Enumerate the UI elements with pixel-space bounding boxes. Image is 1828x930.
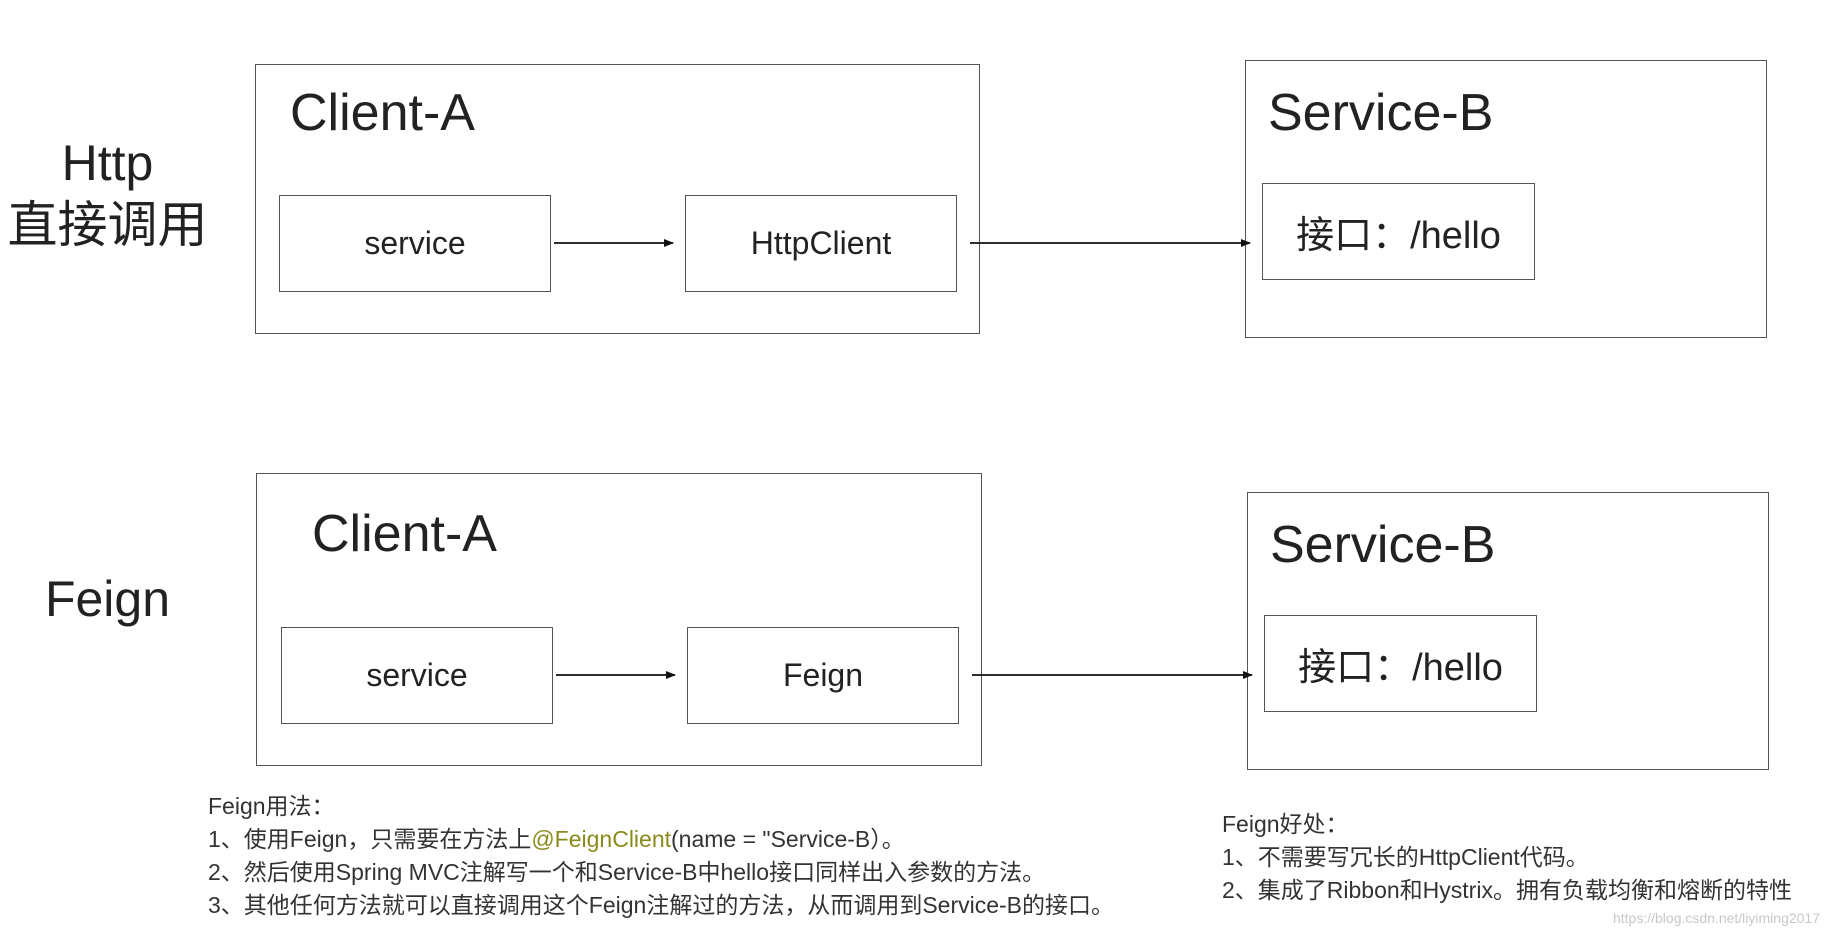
feign-usage-notes: Feign用法： 1、使用Feign，只需要在方法上@FeignClient(n… — [208, 790, 1114, 922]
row-label-feign-line1: Feign — [44, 571, 171, 627]
httpclient-box: HttpClient — [685, 195, 957, 292]
service-b-title: Service-B — [1268, 84, 1494, 142]
client-a-box-feign: Client-A service Feign — [256, 473, 982, 766]
usage-line-1: 1、使用Feign，只需要在方法上@FeignClient(name = "Se… — [208, 823, 1114, 856]
row-label-http-line2: 直接调用 — [7, 197, 208, 253]
benefits-line-1: 1、不需要写冗长的HttpClient代码。 — [1222, 844, 1589, 870]
service-b-box-feign: Service-B 接口：/hello — [1247, 492, 1769, 770]
service-box: service — [281, 627, 553, 724]
usage-line-2: 2、然后使用Spring MVC注解写一个和Service-B中hello接口同… — [208, 859, 1046, 885]
client-a-title: Client-A — [290, 84, 475, 142]
endpoint-hello-box: 接口：/hello — [1262, 183, 1535, 280]
watermark: https://blog.csdn.net/liyiming2017 — [1612, 910, 1820, 926]
feign-benefits-notes: Feign好处： 1、不需要写冗长的HttpClient代码。 2、集成了Rib… — [1222, 808, 1792, 907]
endpoint-hello-box: 接口：/hello — [1264, 615, 1537, 712]
row-label-http-line1: Http — [61, 135, 154, 191]
usage-line-3: 3、其他任何方法就可以直接调用这个Feign注解过的方法，从而调用到Servic… — [208, 892, 1115, 918]
usage-line-1-suffix: (name = "Service-B）。 — [671, 826, 905, 852]
service-box: service — [279, 195, 551, 292]
benefits-line-2: 2、集成了Ribbon和Hystrix。拥有负载均衡和熔断的特性 — [1222, 877, 1792, 903]
client-a-title: Client-A — [312, 505, 497, 563]
client-a-box-http: Client-A service HttpClient — [255, 64, 980, 334]
benefits-heading: Feign好处： — [1222, 811, 1349, 837]
service-b-box-http: Service-B 接口：/hello — [1245, 60, 1767, 338]
usage-heading: Feign用法： — [208, 793, 335, 819]
feign-box: Feign — [687, 627, 959, 724]
usage-line-1-prefix: 1、使用Feign，只需要在方法上 — [208, 826, 532, 852]
service-b-title: Service-B — [1270, 516, 1496, 574]
row-label-http: Http 直接调用 — [0, 132, 215, 256]
row-label-feign: Feign — [0, 568, 215, 630]
feignclient-annotation: @FeignClient — [531, 826, 672, 852]
